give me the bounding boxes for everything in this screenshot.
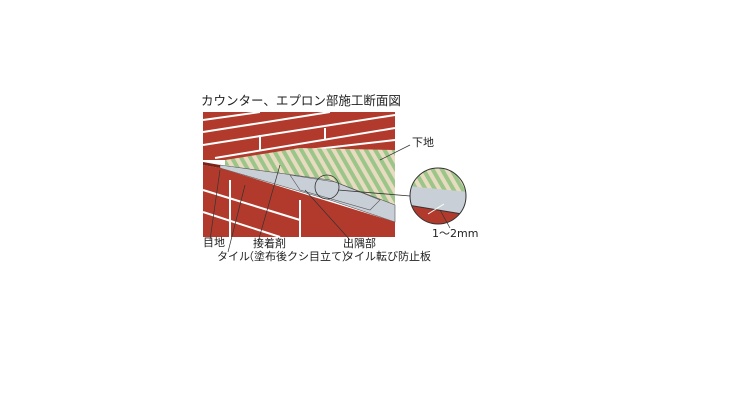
label-tile: タイル [217, 250, 250, 263]
label-adhesive: 接着剤 [253, 237, 286, 250]
label-base: 下地 [412, 136, 434, 149]
back-joints [202, 111, 396, 159]
zoom-detail [410, 168, 466, 224]
front-joints [202, 180, 301, 238]
label-corner: 出隅部 [343, 237, 376, 250]
label-adhesive-note: （塗布後クシ目立て） [243, 250, 353, 263]
label-gap: 1～2mm [432, 227, 479, 240]
diagram-title: カウンター、エプロン部施工断面図 [201, 93, 401, 108]
label-plate: タイル転び防止板 [343, 250, 431, 263]
label-joint: 目地 [203, 236, 225, 249]
